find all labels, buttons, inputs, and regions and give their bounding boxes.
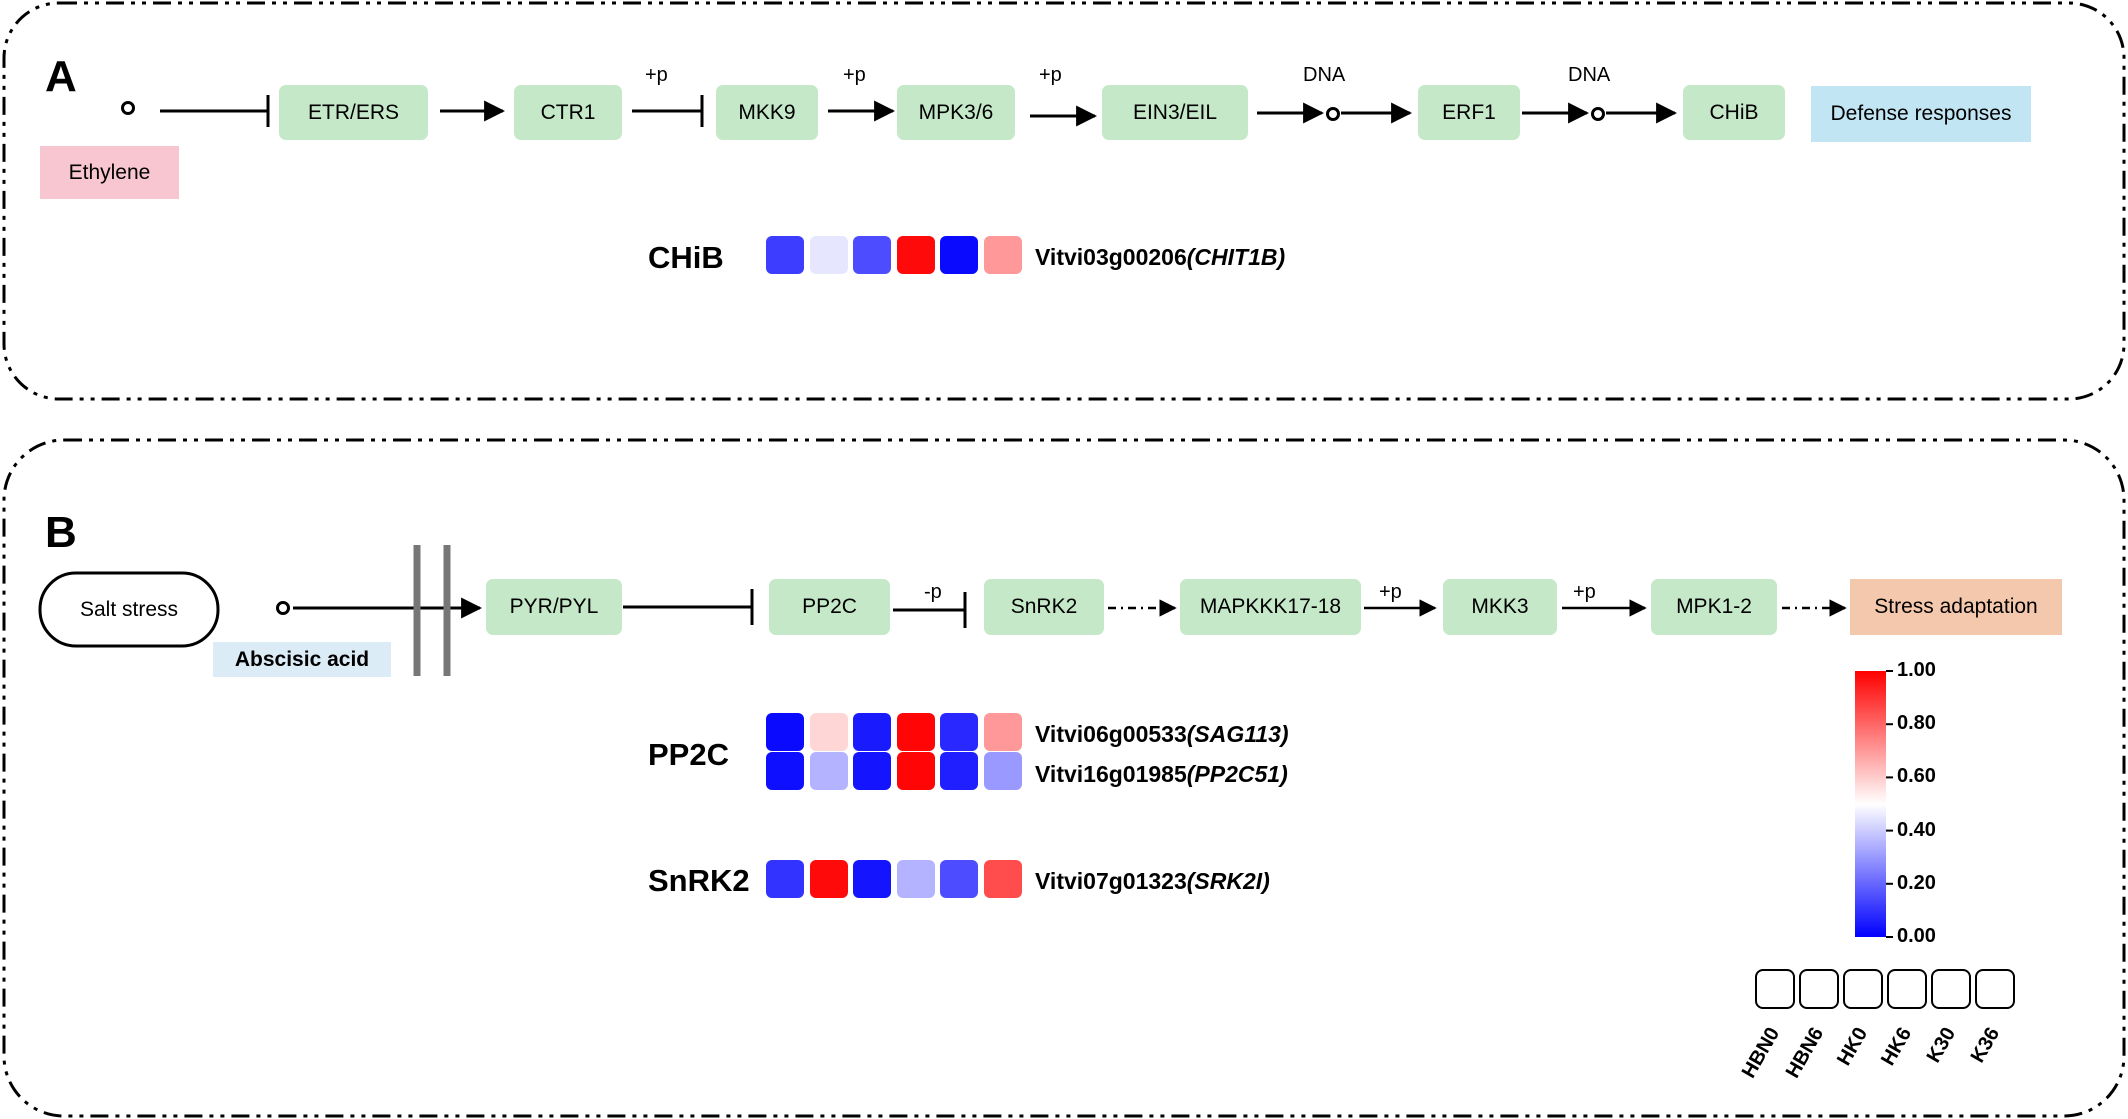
gene-id-sag113: Vitvi06g00533(SAG113)	[1035, 721, 1289, 748]
gene-id-text: Vitvi06g00533	[1035, 721, 1187, 747]
panel-b-frame	[2, 438, 2126, 1118]
edge-label-mkk3-mpk: +p	[1573, 581, 1596, 603]
node-mpk1-2: MPK1-2	[1651, 579, 1777, 635]
node-pp2c: PP2C	[769, 579, 890, 635]
gene-label-chib: CHiB	[648, 240, 724, 275]
gene-symbol: (PP2C51)	[1186, 761, 1288, 787]
sample-legend-box	[1975, 969, 2015, 1009]
color-scale-bar	[1855, 671, 1886, 937]
gene-id-text: Vitvi16g01985	[1035, 761, 1187, 787]
heat-chib-cell-4	[896, 236, 935, 274]
heat-srk2i-cell-3	[853, 860, 891, 898]
sample-legend-box	[1887, 969, 1927, 1009]
heat-sag113-cell-3	[853, 713, 891, 751]
node-mkk3: MKK3	[1443, 579, 1557, 635]
color-scale-tick-label: 0.20	[1897, 871, 1936, 894]
color-scale-tick-label: 0.00	[1897, 925, 1936, 947]
heat-srk2i-cell-1	[766, 860, 804, 898]
node-etr-ers: ETR/ERS	[279, 85, 428, 140]
heat-chib-cell-5	[940, 236, 978, 274]
edge-label-ein3-erf1: DNA	[1303, 64, 1346, 86]
heat-pp2c51-cell-6	[983, 752, 1022, 790]
gene-id-srk2i: Vitvi07g01323(SRK2I)	[1035, 868, 1270, 895]
node-mapkkk17-18: MAPKKK17-18	[1180, 579, 1361, 635]
color-scale-ticks	[1886, 670, 1893, 938]
edge-label-ctr1-mkk9: +p	[645, 64, 668, 86]
panel-a-frame	[2, 1, 2126, 401]
heat-srk2i-cell-6	[983, 860, 1022, 898]
edge-label-mkk9-mpk: +p	[843, 64, 866, 86]
heat-chib-cell-1	[766, 236, 804, 274]
heat-sag113-cell-6	[983, 713, 1022, 751]
heat-sag113-cell-2	[809, 713, 848, 751]
heat-sag113-cell-4	[896, 713, 935, 751]
node-ein3-eil: EIN3/EIL	[1102, 85, 1248, 140]
panel-b-letter: B	[45, 508, 77, 557]
sample-legend-box	[1799, 969, 1839, 1009]
defense-responses-label: Defense responses	[1811, 86, 2031, 142]
color-scale-tick-label: 0.80	[1897, 712, 1936, 735]
gene-label-pp2c: PP2C	[648, 737, 729, 772]
abscisic-acid-molecule-icon	[276, 601, 290, 615]
node-mkk9: MKK9	[716, 85, 818, 140]
sample-legend-box	[1931, 969, 1971, 1009]
color-scale-tick-label: 0.60	[1897, 765, 1936, 788]
heat-srk2i-cell-5	[940, 860, 978, 898]
gene-id-pp2c51: Vitvi16g01985(PP2C51)	[1035, 761, 1288, 788]
ethylene-molecule-icon	[121, 101, 135, 115]
edge-label-mapkkk-mkk3: +p	[1379, 581, 1402, 603]
gene-symbol: (SAG113)	[1186, 721, 1289, 747]
heat-sag113-cell-1	[766, 713, 804, 751]
sample-legend-box	[1843, 969, 1883, 1009]
heat-srk2i-cell-4	[896, 860, 935, 898]
heat-pp2c51-cell-2	[809, 752, 848, 790]
edge-label-mpk-ein3: +p	[1039, 64, 1062, 86]
heat-chib-cell-6	[983, 236, 1022, 274]
heat-chib-cell-2	[809, 236, 848, 274]
heat-pp2c51-cell-1	[766, 752, 804, 790]
color-scale-tick-label: 0.40	[1897, 818, 1936, 841]
heat-sag113-cell-5	[940, 713, 978, 751]
heat-srk2i-cell-2	[809, 860, 848, 898]
node-pyr-pyl: PYR/PYL	[486, 579, 622, 635]
heat-pp2c51-cell-4	[896, 752, 935, 790]
stress-adaptation-label: Stress adaptation	[1850, 579, 2062, 635]
edge-label-erf1-chib: DNA	[1568, 64, 1611, 86]
heat-pp2c51-cell-5	[940, 752, 978, 790]
ethylene-label: Ethylene	[40, 146, 179, 199]
gene-symbol: (SRK2I)	[1186, 868, 1270, 894]
color-scale-tick-label: 1.00	[1897, 659, 1936, 681]
gene-id-text: Vitvi07g01323	[1035, 868, 1187, 894]
heat-chib-cell-3	[853, 236, 891, 274]
gene-id-chib: Vitvi03g00206(CHIT1B)	[1035, 244, 1285, 271]
dna-binding-site-icon	[1326, 107, 1340, 121]
abscisic-acid-label: Abscisic acid	[213, 642, 391, 677]
node-ctr1: CTR1	[514, 85, 622, 140]
node-mpk3-6: MPK3/6	[897, 85, 1015, 140]
gene-label-snrk2: SnRK2	[648, 863, 750, 898]
edge-label-pp2c-snrk2: -p	[924, 581, 942, 603]
gene-symbol: (CHIT1B)	[1186, 244, 1286, 270]
node-snrk2: SnRK2	[984, 579, 1104, 635]
sample-legend-box	[1755, 969, 1795, 1009]
salt-stress-label: Salt stress	[79, 597, 179, 621]
node-erf1: ERF1	[1418, 85, 1520, 140]
gene-id-text: Vitvi03g00206	[1035, 244, 1187, 270]
heat-pp2c51-cell-3	[853, 752, 891, 790]
panel-a-letter: A	[45, 52, 77, 101]
node-chib: CHiB	[1683, 85, 1785, 140]
dna-binding-site-icon	[1591, 107, 1605, 121]
salt-stress-box	[38, 571, 220, 648]
